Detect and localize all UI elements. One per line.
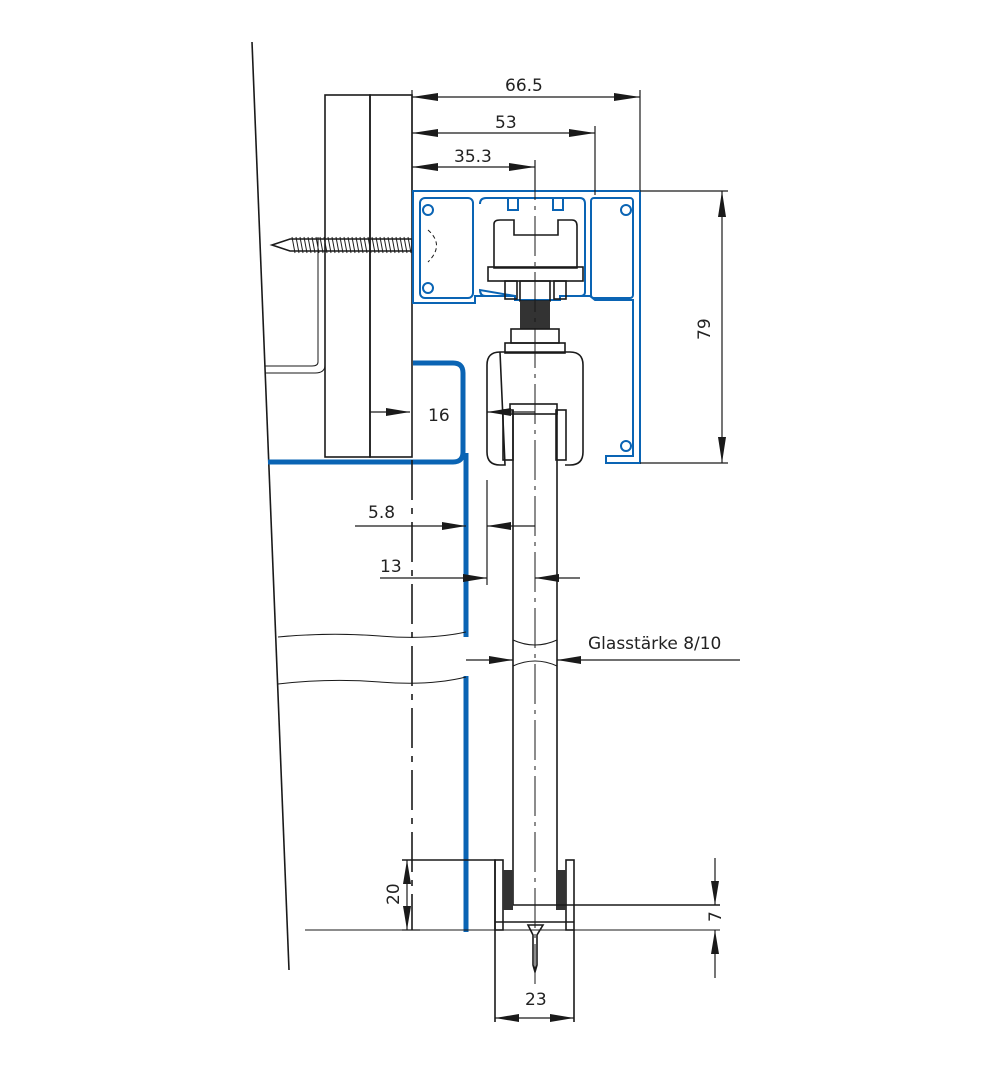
dim-23: 23 bbox=[525, 990, 547, 1010]
clamp-pad-right bbox=[555, 409, 567, 461]
screw-thread bbox=[403, 236, 408, 254]
screw-thread bbox=[343, 236, 348, 254]
screw-thread bbox=[359, 236, 364, 254]
wall-screw bbox=[269, 229, 437, 263]
screw-thread bbox=[331, 236, 336, 254]
dim-13: 13 bbox=[380, 557, 402, 577]
dim-79: 79 bbox=[695, 318, 715, 340]
screw-thread bbox=[351, 236, 356, 254]
screw-thread bbox=[295, 236, 300, 254]
screw-thread bbox=[379, 236, 384, 254]
screw-thread bbox=[391, 236, 396, 254]
screw-thread bbox=[383, 236, 388, 254]
screw-thread bbox=[327, 236, 332, 254]
screw-thread bbox=[291, 236, 296, 254]
screw-thread bbox=[407, 236, 412, 254]
break-line bbox=[277, 631, 467, 638]
break-line bbox=[277, 676, 467, 685]
dim-66-5: 66.5 bbox=[505, 76, 543, 96]
screw-thread bbox=[375, 236, 380, 254]
dim-7: 7 bbox=[706, 911, 726, 922]
wall-line bbox=[251, 41, 290, 971]
aluminium-track-profile bbox=[412, 190, 641, 464]
screw-thread bbox=[371, 236, 376, 254]
screw-thread bbox=[339, 236, 344, 254]
screw-thread bbox=[299, 236, 304, 254]
floor-guide bbox=[402, 859, 720, 1022]
screw-thread bbox=[303, 236, 308, 254]
screw-thread bbox=[347, 236, 352, 254]
glass-thickness-label: Glasstärke 8/10 bbox=[588, 634, 721, 654]
screw-thread bbox=[323, 236, 328, 254]
screw-thread bbox=[395, 236, 400, 254]
blue-cover-channel bbox=[268, 360, 469, 932]
screw-thread bbox=[319, 236, 324, 254]
screw-thread bbox=[307, 236, 312, 254]
dim-16: 16 bbox=[428, 406, 450, 426]
screw-thread bbox=[355, 236, 360, 254]
screw-thread bbox=[387, 236, 392, 254]
glass-clamp-housing bbox=[486, 351, 584, 466]
dim-20: 20 bbox=[384, 883, 404, 905]
dim-5-8: 5.8 bbox=[368, 503, 395, 523]
screw-thread bbox=[335, 236, 340, 254]
dimension-lines bbox=[355, 90, 740, 1022]
wood-mounting-block bbox=[324, 94, 413, 458]
screw-thread bbox=[311, 236, 316, 254]
screw-thread bbox=[363, 236, 368, 254]
dim-35-3: 35.3 bbox=[454, 147, 492, 167]
wall-bracket bbox=[265, 237, 326, 374]
screw-thread bbox=[367, 236, 372, 254]
screw-thread bbox=[315, 236, 320, 254]
screw-thread bbox=[399, 236, 404, 254]
dim-53: 53 bbox=[495, 113, 517, 133]
